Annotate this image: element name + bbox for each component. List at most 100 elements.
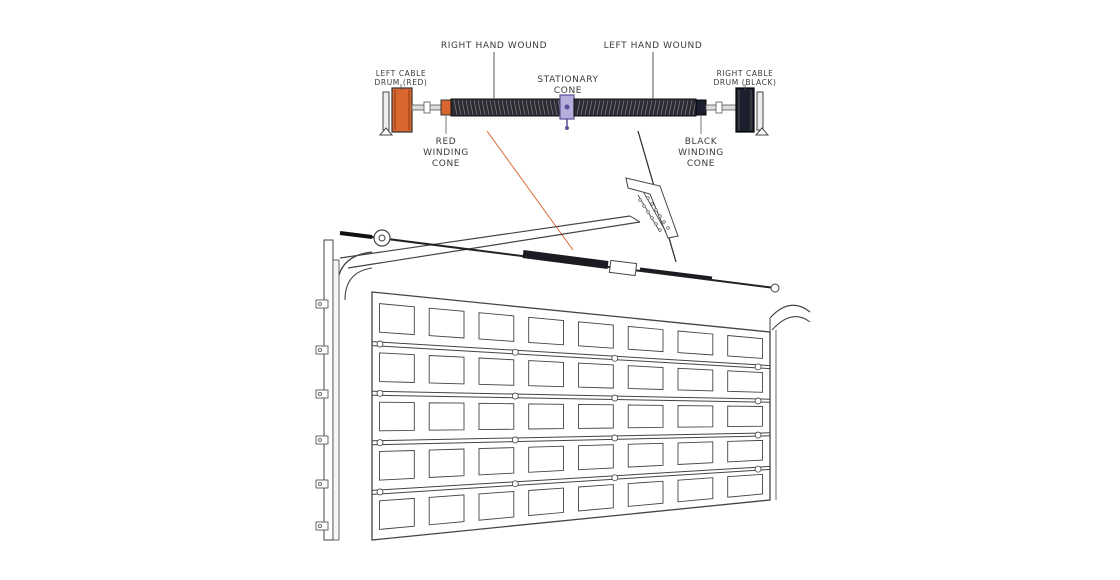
spring-coil: [537, 99, 542, 116]
spring-coil: [684, 99, 689, 116]
door-panel: [528, 403, 564, 430]
spring-coil: [481, 99, 486, 116]
track-bolt: [318, 302, 322, 306]
spring-coil: [648, 99, 653, 116]
door-hinge: [611, 354, 619, 362]
spring-coil: [477, 99, 482, 116]
spring-coil: [676, 99, 681, 116]
right-vertical-track: [769, 304, 811, 500]
spring-coil: [485, 99, 490, 116]
spring-coil: [521, 99, 526, 116]
right-cable-drum: [735, 87, 770, 136]
door-panel: [379, 401, 415, 432]
door-panel: [677, 405, 714, 428]
spring-coil: [636, 99, 641, 116]
label-black-winding-cone-line2: WINDING: [678, 148, 724, 158]
left-cable-drum: [378, 87, 413, 136]
bracket-hole: [654, 222, 658, 226]
door-panel: [578, 321, 614, 349]
label-stationary-cone-line2: CONE: [554, 86, 582, 96]
door-panel: [627, 480, 664, 507]
center-bracket: [625, 177, 679, 239]
door-hinge: [754, 363, 762, 371]
door-section-seam: [371, 468, 771, 495]
spring-coil: [469, 99, 474, 116]
track-bracket: [315, 479, 329, 489]
spring-coil: [596, 99, 601, 116]
door-section-seam: [371, 435, 771, 446]
label-right-hand-wound: RIGHT HAND WOUND: [441, 41, 547, 51]
torsion-spring-detail: RIGHT HAND WOUND LEFT HAND WOUND STATION…: [375, 41, 776, 169]
spring-coil: [533, 99, 538, 116]
spring-coil: [588, 99, 593, 116]
garage-door-assembly: [315, 177, 811, 541]
label-red-winding-cone-line3: CONE: [432, 159, 460, 169]
spring-coil: [604, 99, 609, 116]
spring-coil: [497, 99, 502, 116]
bracket-hole: [658, 214, 662, 218]
door-hinge: [376, 340, 384, 348]
spring-coil: [517, 99, 522, 116]
red-winding-cone: [440, 99, 452, 116]
spring-coil: [513, 99, 518, 116]
door-panel: [428, 307, 465, 339]
track-bracket: [315, 345, 329, 355]
door-panel: [428, 494, 465, 526]
door-section-seam: [371, 432, 771, 442]
horizontal-track: [339, 215, 641, 269]
mounted-stationary-cone: [608, 259, 638, 277]
door-hinge: [511, 348, 519, 356]
mounted-spring-right: [639, 267, 713, 280]
torsion-shaft-assembly: [339, 229, 780, 293]
door-panel: [677, 477, 714, 503]
door-panel: [528, 316, 564, 346]
bracket-hole: [646, 196, 650, 200]
door-hinge: [511, 392, 519, 400]
spring-coil: [668, 99, 673, 116]
door-panel: [478, 357, 515, 386]
track-bolt: [318, 482, 322, 486]
label-black-winding-cone-line3: CONE: [687, 159, 715, 169]
mounted-spring-left: [522, 250, 609, 269]
label-stationary-cone-line1: STATIONARY: [537, 75, 598, 85]
door-panel: [379, 352, 415, 383]
door-panel: [727, 439, 763, 463]
spring-coil: [656, 99, 661, 116]
door-panel: [727, 335, 763, 359]
label-black-winding-cone-line1: BLACK: [685, 137, 718, 147]
spring-coil: [545, 99, 550, 116]
door-panel: [428, 448, 465, 478]
spring-coil: [672, 99, 677, 116]
spring-coil: [612, 99, 617, 116]
spring-coil: [688, 99, 693, 116]
door-hinge: [511, 436, 519, 444]
label-red-winding-cone-line1: RED: [436, 137, 457, 147]
spring-coil: [553, 99, 558, 116]
garage-door: [371, 291, 771, 541]
door-hinge: [611, 394, 619, 402]
door-panel: [379, 497, 415, 530]
door-outline: [371, 291, 771, 541]
door-panel: [528, 445, 564, 473]
black-winding-cone: [695, 99, 707, 116]
door-hinge: [754, 465, 762, 473]
stationary-cone: [559, 94, 575, 130]
door-panel: [727, 405, 763, 428]
door-hinge: [376, 389, 384, 397]
door-panel: [677, 330, 714, 356]
spring-coil: [592, 99, 597, 116]
left-vertical-track: [315, 239, 373, 541]
track-bolt: [318, 524, 322, 528]
door-panel: [727, 370, 763, 393]
door-panel: [428, 355, 465, 385]
spring-coil: [680, 99, 685, 116]
spring-coil: [628, 99, 633, 116]
callout-line-red: [486, 130, 574, 251]
label-left-cable-drum-line1: LEFT CABLE: [376, 69, 427, 78]
spring-coil: [489, 99, 494, 116]
spring-coil: [616, 99, 621, 116]
spring-coil: [465, 99, 470, 116]
label-right-cable-drum-line2: DRUM (BLACK): [713, 78, 776, 87]
right-hand-wound-spring: [450, 98, 564, 117]
door-panel: [379, 450, 415, 481]
